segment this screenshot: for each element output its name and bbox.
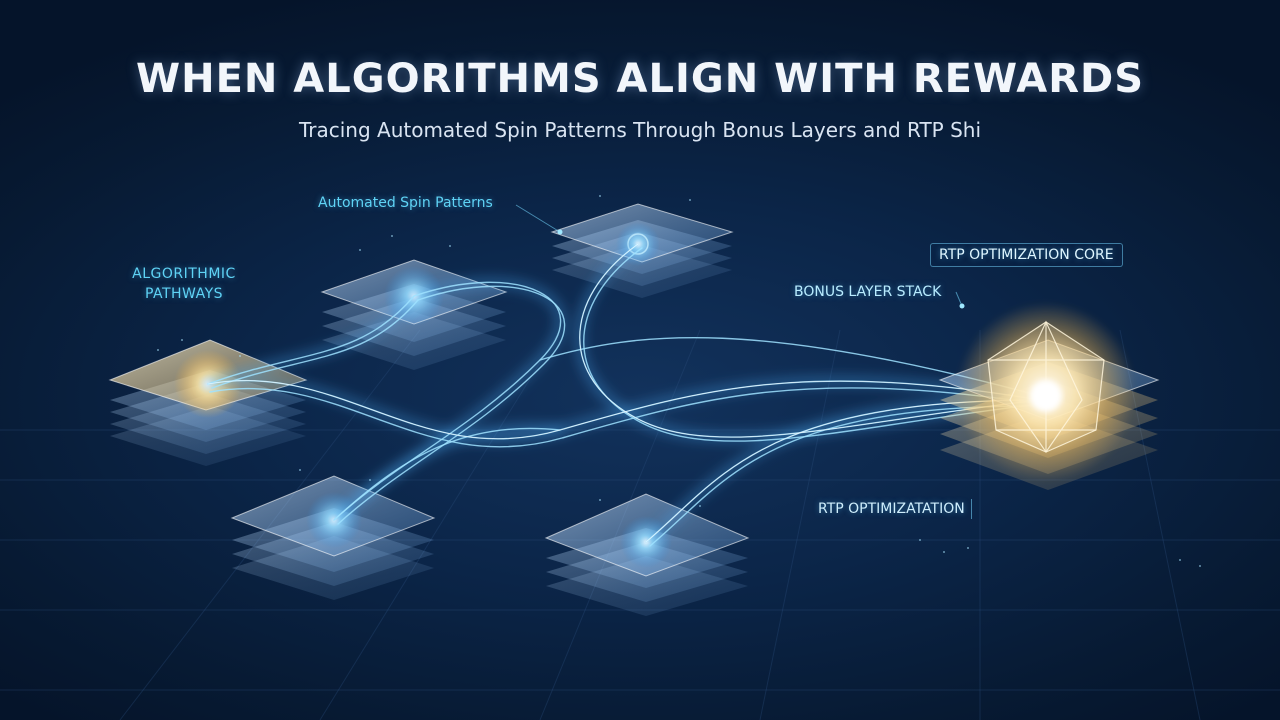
particles xyxy=(157,195,1201,567)
node-bonus-bottom-left xyxy=(230,475,436,600)
leader-dot-spin xyxy=(557,229,563,235)
label-algorithmic-pathways-line2: PATHWAYS xyxy=(144,286,224,302)
node-rtp-core xyxy=(938,302,1160,490)
label-rtp-optimization-core: RTP OPTIMIZATION CORE xyxy=(930,243,1123,267)
leader-dot-bonus xyxy=(959,303,965,309)
node-bonus-bottom-center xyxy=(544,493,750,616)
label-algorithmic-pathways: ALGORITHMIC PATHWAYS xyxy=(100,264,268,304)
label-rtp-optimization: RTP OPTIMIZATATION xyxy=(812,499,972,519)
label-automated-spin-patterns: Automated Spin Patterns xyxy=(318,195,493,211)
label-algorithmic-pathways-line1: ALGORITHMIC xyxy=(132,266,236,282)
node-spin-left xyxy=(320,259,508,370)
leader-lines xyxy=(515,204,963,307)
node-spin-top xyxy=(550,203,734,298)
data-streams xyxy=(203,239,1045,547)
label-bonus-layer-stack: BONUS LAYER STACK xyxy=(794,284,942,300)
page-subtitle: Tracing Automated Spin Patterns Through … xyxy=(298,118,982,142)
page-title: WHEN ALGORITHMS ALIGN WITH REWARDS xyxy=(135,56,1145,102)
